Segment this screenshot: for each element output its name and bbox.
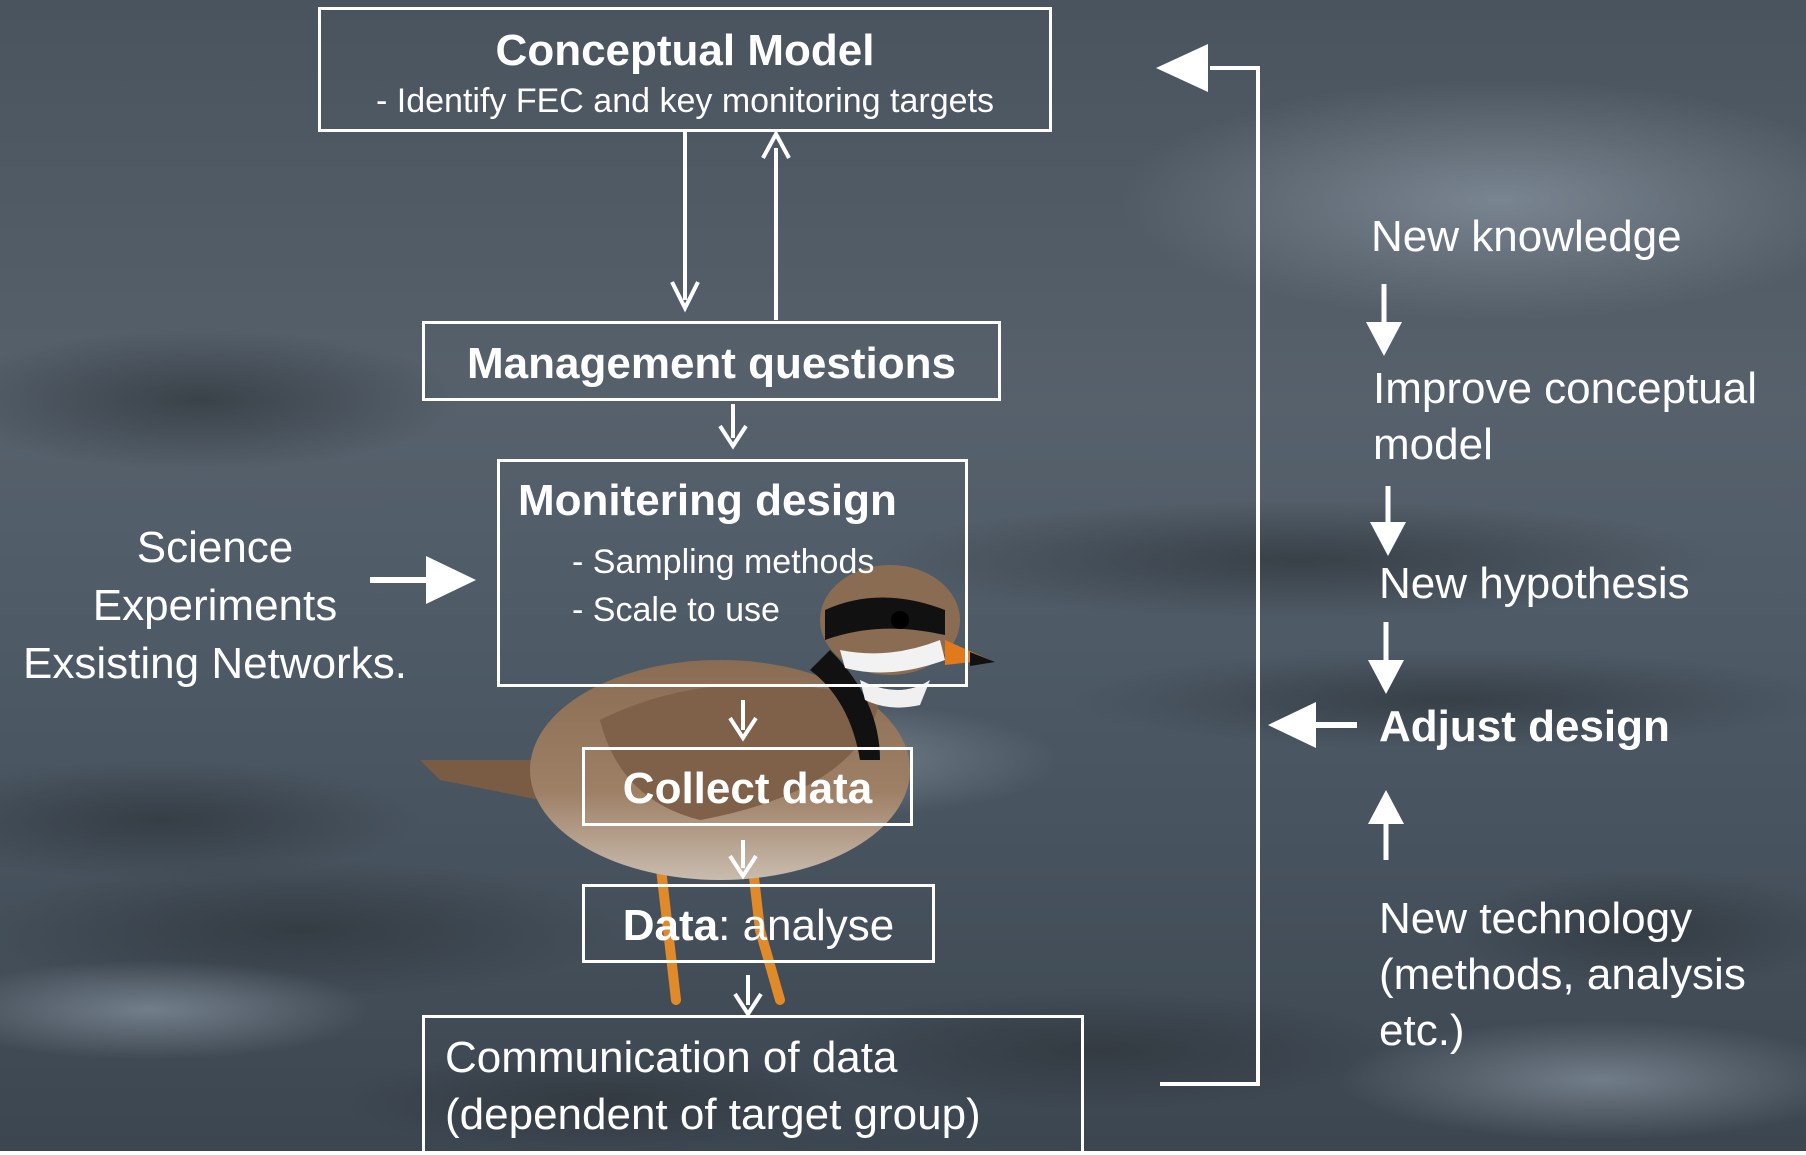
arrowhead bbox=[1268, 702, 1316, 748]
adjust-design-label: Adjust design bbox=[1379, 702, 1670, 751]
mud-patch bbox=[1450, 870, 1806, 990]
arrowhead bbox=[1156, 44, 1208, 92]
new-technology-line2: (methods, analysis bbox=[1379, 950, 1746, 999]
communication-box: Communication of data (dependent of targ… bbox=[422, 1015, 1084, 1155]
monitoring-design-item-sampling: - Sampling methods bbox=[572, 543, 875, 581]
arrowhead bbox=[728, 716, 758, 742]
conceptual-model-title: Conceptual Model bbox=[495, 26, 875, 75]
mud-patch bbox=[800, 990, 1400, 1110]
data-analyse-bold: Data bbox=[622, 901, 719, 950]
arrowhead bbox=[1366, 322, 1402, 356]
water-shine bbox=[0, 960, 370, 1060]
improve-model-line1: Improve conceptual bbox=[1373, 364, 1757, 413]
mud-patch bbox=[1070, 650, 1806, 750]
input-science: Science bbox=[136, 523, 294, 572]
conceptual-model-box: Conceptual Model - Identify FEC and key … bbox=[318, 7, 1052, 132]
mud-patch bbox=[0, 760, 420, 880]
mud-patch bbox=[0, 330, 460, 470]
data-analyse-title: Data: analyse bbox=[585, 901, 932, 951]
arrowhead bbox=[718, 424, 748, 450]
collect-data-title: Collect data bbox=[622, 764, 873, 813]
arrowhead bbox=[761, 129, 791, 159]
data-analyse-box: Data: analyse bbox=[582, 884, 935, 963]
new-hypothesis-label: New hypothesis bbox=[1379, 559, 1690, 608]
arrowhead bbox=[670, 281, 700, 313]
water-shine bbox=[1340, 1020, 1806, 1140]
management-questions-title: Management questions bbox=[467, 339, 956, 388]
arrowhead bbox=[1370, 522, 1406, 556]
input-experiments: Experiments bbox=[92, 581, 338, 630]
arrowhead bbox=[426, 556, 476, 604]
data-analyse-rest: : analyse bbox=[718, 901, 895, 950]
management-questions-box: Management questions bbox=[422, 321, 1001, 401]
arrowhead bbox=[733, 992, 763, 1018]
new-technology-line3: etc.) bbox=[1379, 1006, 1465, 1055]
new-knowledge-label: New knowledge bbox=[1371, 212, 1682, 261]
input-networks: Exsisting Networks. bbox=[23, 639, 407, 688]
conceptual-model-subtitle: - Identify FEC and key monitoring target… bbox=[376, 82, 994, 120]
feedback-loop-line bbox=[1160, 66, 1260, 1086]
mud-patch bbox=[340, 1050, 860, 1150]
communication-line1: Communication of data bbox=[445, 1033, 898, 1082]
improve-model-line2: model bbox=[1373, 420, 1493, 469]
water-shine bbox=[1120, 80, 1806, 320]
collect-data-box: Collect data bbox=[582, 747, 913, 826]
arrowhead bbox=[1368, 790, 1404, 824]
monitoring-design-box: Monitering design - Sampling methods - S… bbox=[497, 459, 968, 687]
monitoring-design-title: Monitering design bbox=[518, 476, 897, 525]
arrowhead bbox=[1368, 660, 1404, 694]
mud-patch bbox=[880, 500, 1720, 620]
monitoring-design-item-scale: - Scale to use bbox=[572, 591, 780, 629]
left-inputs: Science Experiments Exsisting Networks. bbox=[0, 519, 430, 693]
new-technology-line1: New technology bbox=[1379, 894, 1693, 943]
arrowhead bbox=[728, 854, 758, 880]
communication-line2: (dependent of target group) bbox=[445, 1090, 981, 1139]
